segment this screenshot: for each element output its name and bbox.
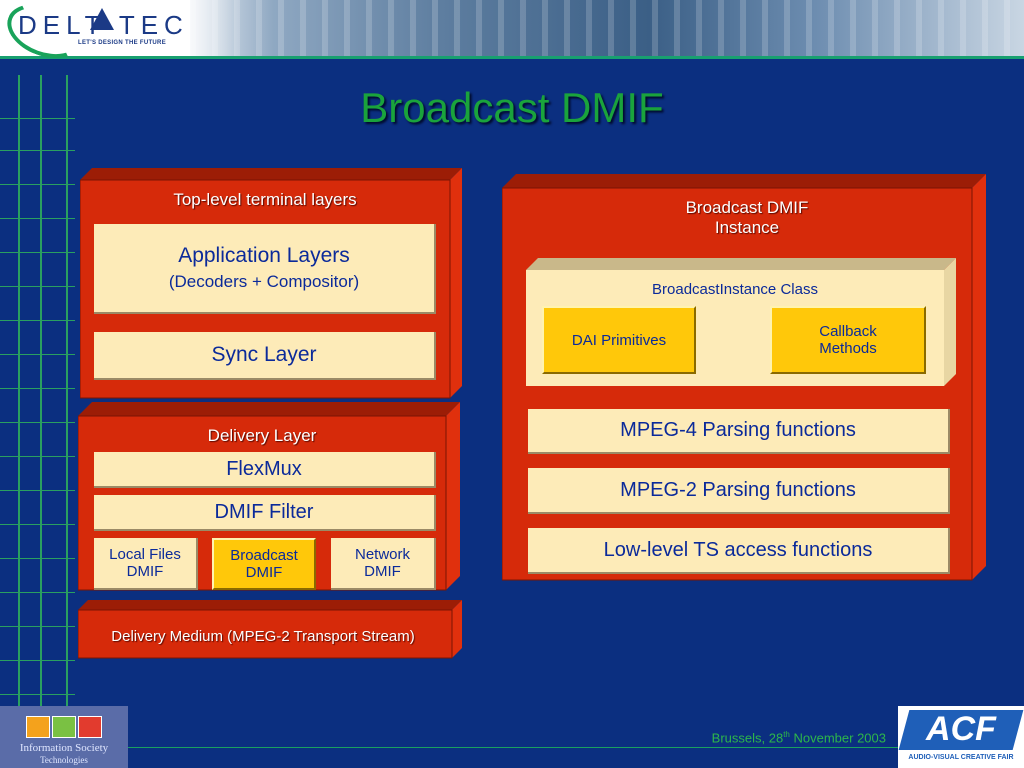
grid-line — [0, 388, 75, 389]
grid-line — [0, 524, 75, 525]
dai-primitives-box: DAI Primitives — [542, 306, 696, 374]
flexmux-box: FlexMux — [94, 452, 436, 488]
acf-logo: ACF AUDIO-VISUAL CREATIVE FAIR — [898, 706, 1024, 768]
header-photo-fade — [160, 0, 240, 58]
network-dmif-line2: DMIF — [364, 563, 401, 580]
grid-line — [0, 118, 75, 119]
application-layers-box: Application Layers (Decoders + Composito… — [94, 224, 436, 314]
ist-logo-text: Information Society — [19, 742, 109, 754]
network-dmif-box: Network DMIF — [331, 538, 436, 590]
dmif-filter-box: DMIF Filter — [94, 495, 436, 531]
grid-line — [0, 490, 75, 491]
grid-line — [0, 150, 75, 151]
grid-line — [0, 184, 75, 185]
grid-line — [18, 75, 20, 715]
mpeg4-parsing-box: MPEG-4 Parsing functions — [528, 409, 950, 454]
ist-logo: Information Society Technologies — [0, 706, 128, 768]
local-files-dmif-line1: Local Files — [109, 546, 181, 563]
ist-logo-red-icon — [78, 716, 102, 738]
ist-logo-subtext: Technologies — [40, 755, 88, 765]
deltatec-logo-triangle-icon — [90, 8, 114, 30]
header-divider — [0, 56, 1024, 59]
grid-line — [0, 660, 75, 661]
ist-logo-green-icon — [52, 716, 76, 738]
grid-line — [0, 592, 75, 593]
application-layers-subtitle: (Decoders + Compositor) — [168, 272, 360, 291]
acf-logo-text: ACF — [926, 710, 996, 748]
grid-line — [0, 626, 75, 627]
instance-label-line1: Broadcast DMIF — [685, 198, 809, 217]
network-dmif-line1: Network — [354, 546, 410, 563]
lowlevel-ts-box: Low-level TS access functions — [528, 528, 950, 574]
instance-class-label: BroadcastInstance Class — [652, 281, 818, 298]
callback-methods-line2: Methods — [819, 340, 877, 357]
instance-label: Broadcast DMIF Instance — [502, 198, 992, 238]
grid-line — [0, 558, 75, 559]
footer-date-prefix: Brussels, 28 — [711, 730, 784, 746]
slide-title: Broadcast DMIF — [360, 84, 664, 131]
footer-date-sup: th — [783, 730, 790, 739]
delivery-medium-box-3d — [78, 600, 462, 659]
footer-divider — [128, 747, 898, 748]
grid-line — [0, 218, 75, 219]
mpeg2-parsing-box: MPEG-2 Parsing functions — [528, 468, 950, 514]
broadcast-dmif-box: Broadcast DMIF — [212, 538, 316, 590]
grid-line — [0, 456, 75, 457]
deltatec-tagline: LET'S DESIGN THE FUTURE — [78, 40, 166, 46]
grid-line — [0, 694, 75, 695]
broadcast-dmif-line2: DMIF — [245, 564, 283, 581]
callback-methods-box: Callback Methods — [770, 306, 926, 374]
grid-line — [40, 75, 42, 715]
grid-line — [0, 286, 75, 287]
grid-line — [0, 422, 75, 423]
footer-date-suffix: November 2003 — [789, 730, 886, 746]
grid-line — [0, 320, 75, 321]
instance-label-line2: Instance — [714, 218, 780, 237]
grid-line — [0, 354, 75, 355]
broadcast-dmif-line1: Broadcast — [230, 547, 298, 564]
grid-line — [66, 75, 68, 715]
top-level-label: Top-level terminal layers — [173, 190, 357, 209]
grid-line — [0, 252, 75, 253]
callback-methods-line1: Callback — [819, 323, 877, 340]
application-layers-title: Application Layers — [178, 244, 350, 267]
ist-logo-orange-icon — [26, 716, 50, 738]
header-photo-banner — [190, 0, 1024, 58]
sync-layer-box: Sync Layer — [94, 332, 436, 380]
acf-logo-subtext: AUDIO-VISUAL CREATIVE FAIR — [908, 754, 1014, 761]
local-files-dmif-box: Local Files DMIF — [94, 538, 198, 590]
delivery-layer-label: Delivery Layer — [207, 426, 317, 445]
delivery-medium-label: Delivery Medium (MPEG-2 Transport Stream… — [111, 628, 415, 645]
footer-date: Brussels, 28th November 2003 — [640, 730, 886, 745]
local-files-dmif-line2: DMIF — [126, 563, 164, 580]
